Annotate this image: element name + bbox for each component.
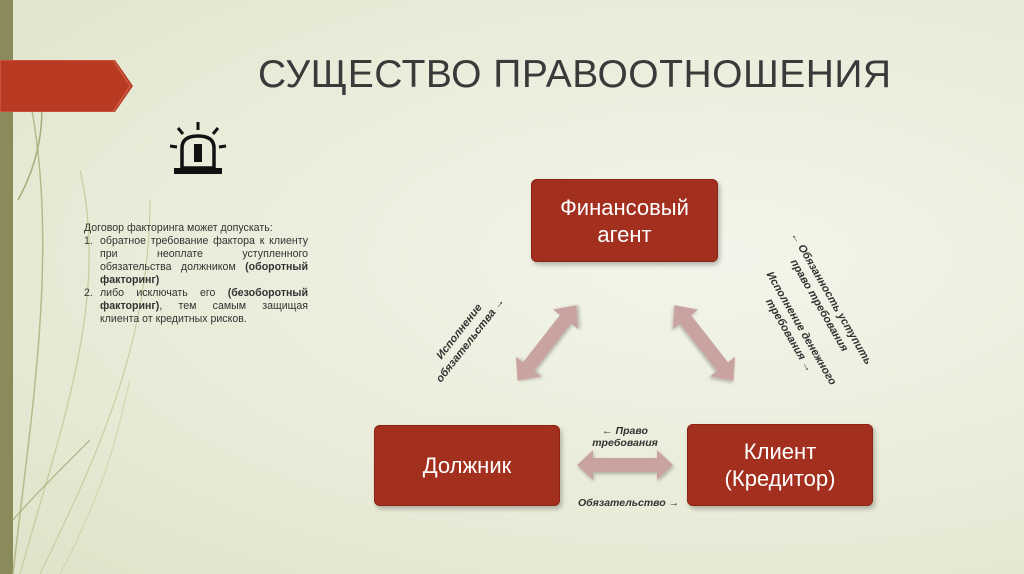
conditions-list: 1. обратное требование фактора к клиенту… bbox=[84, 235, 308, 326]
list-text: либо исключать его bbox=[100, 287, 228, 299]
list-item: 1. обратное требование фактора к клиенту… bbox=[84, 235, 308, 287]
arrow-agent-client bbox=[672, 305, 736, 381]
left-decor-bar bbox=[0, 0, 13, 574]
intro-text: Договор факторинга может допускать: bbox=[84, 222, 273, 234]
title-banner bbox=[0, 60, 133, 112]
list-text-bold: (безоборотный факторинг) bbox=[100, 287, 308, 312]
list-number: 1. bbox=[84, 235, 93, 247]
decorative-swoosh-lines bbox=[12, 89, 151, 574]
list-number: 2. bbox=[84, 287, 93, 299]
label-obligation: Обязательство → bbox=[578, 497, 680, 509]
node-financial-agent: Финансовый агент bbox=[531, 179, 718, 262]
list-item: 2. либо исключать его (безоборотный факт… bbox=[84, 287, 308, 326]
node-label: Клиент (Кредитор) bbox=[724, 439, 836, 491]
list-text: обратное требование фактора к клиенту пр… bbox=[100, 235, 308, 273]
node-client: Клиент (Кредитор) bbox=[687, 424, 873, 506]
factoring-description: Договор факторинга может допускать: 1. о… bbox=[84, 222, 308, 326]
page-title: СУЩЕСТВО ПРАВООТНОШЕНИЯ bbox=[258, 53, 892, 96]
node-label: Должник bbox=[422, 453, 512, 478]
list-text-post: , тем самым защищая клиента от кредитных… bbox=[100, 300, 308, 325]
arrow-debtor-client bbox=[577, 450, 673, 480]
label-right-of-claim: ← Право требования bbox=[592, 425, 658, 449]
alarm-light-icon bbox=[169, 122, 227, 174]
node-label: Финансовый агент bbox=[560, 194, 689, 247]
list-text-bold: (оборотный факторинг) bbox=[100, 261, 308, 286]
arrow-debtor-agent bbox=[515, 305, 579, 381]
node-debtor: Должник bbox=[374, 425, 560, 506]
